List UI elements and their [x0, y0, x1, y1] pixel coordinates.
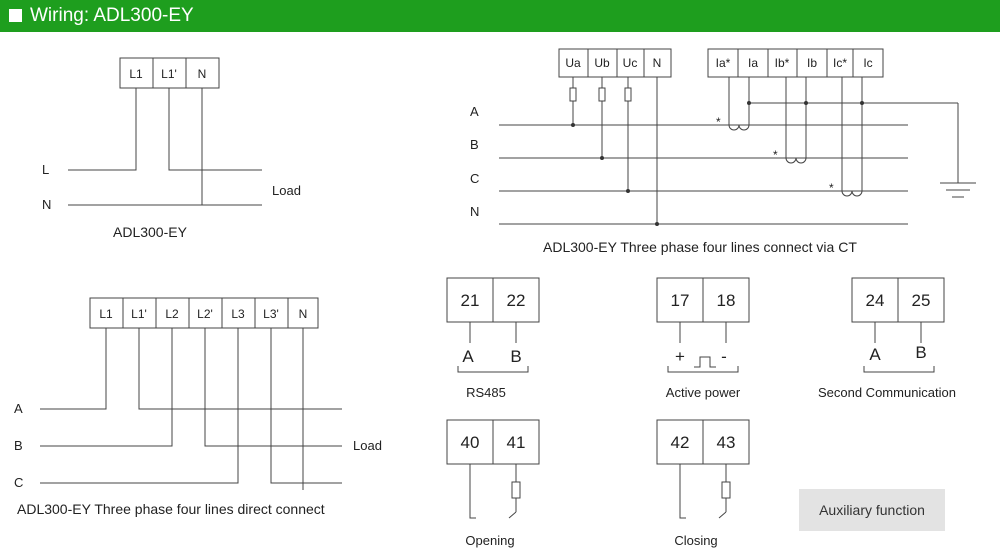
terminal-label: L3: [231, 307, 245, 321]
terminal-label: L2': [197, 307, 213, 321]
terminal-label: Ic: [863, 56, 872, 70]
active-power-block: [656, 277, 750, 373]
terminal-label: L3': [263, 307, 279, 321]
second-comm-block: [851, 277, 945, 373]
square-icon: [9, 9, 22, 22]
pin-label: B: [510, 347, 521, 366]
terminal-label: Ic*: [833, 56, 847, 70]
terminal-number: 18: [717, 291, 736, 310]
line-label-c: C: [14, 475, 23, 490]
pin-label: +: [675, 347, 685, 366]
second-comm-caption: Second Communication: [818, 385, 956, 400]
terminal-number: 22: [507, 291, 526, 310]
terminal-label: Uc: [623, 56, 638, 70]
active-power-caption: Active power: [666, 385, 741, 400]
ct-caption: ADL300-EY Three phase four lines connect…: [543, 239, 857, 255]
line-label-l: L: [42, 162, 49, 177]
closing-block: [656, 419, 750, 519]
load-label: Load: [272, 183, 301, 198]
terminal-label: L1': [131, 307, 147, 321]
direct-connect-caption: ADL300-EY Three phase four lines direct …: [17, 501, 325, 517]
line-label-n: N: [470, 204, 479, 219]
polarity-mark: *: [716, 115, 721, 129]
terminal-number: 17: [671, 291, 690, 310]
terminal-label: L1: [99, 307, 113, 321]
polarity-mark: *: [773, 148, 778, 162]
line-label-b: B: [14, 438, 23, 453]
terminal-label: N: [198, 67, 207, 81]
terminal-label: L2: [165, 307, 179, 321]
line-label-c: C: [470, 171, 479, 186]
pin-label: -: [721, 347, 727, 366]
line-label-b: B: [470, 137, 479, 152]
rs485-caption: RS485: [466, 385, 506, 400]
terminal-number: 43: [717, 433, 736, 452]
terminal-label: Ub: [594, 56, 610, 70]
terminal-label: L1': [161, 67, 177, 81]
ct-diagram: [499, 48, 976, 225]
terminal-label: Ib: [807, 56, 817, 70]
line-label-n: N: [42, 197, 51, 212]
page-title: Wiring: ADL300-EY: [30, 5, 194, 26]
terminal-number: 41: [507, 433, 526, 452]
terminal-label: L1: [129, 67, 143, 81]
closing-caption: Closing: [674, 533, 717, 548]
rs485-block: [446, 277, 540, 373]
terminal-label: Ua: [565, 56, 581, 70]
single-phase-caption: ADL300-EY: [113, 224, 188, 240]
opening-block: [446, 419, 540, 519]
line-label-a: A: [14, 401, 23, 416]
polarity-mark: *: [829, 181, 834, 195]
opening-caption: Opening: [465, 533, 514, 548]
load-label: Load: [353, 438, 382, 453]
terminal-number: 21: [461, 291, 480, 310]
terminal-label: Ib*: [775, 56, 790, 70]
pin-label: A: [869, 345, 881, 364]
line-label-a: A: [470, 104, 479, 119]
terminal-number: 40: [461, 433, 480, 452]
terminal-label: N: [299, 307, 308, 321]
single-phase-diagram: [68, 57, 262, 206]
direct-connect-diagram: [40, 297, 342, 490]
pin-label: A: [462, 347, 474, 366]
terminal-label: Ia: [748, 56, 758, 70]
header-bar: Wiring: ADL300-EY: [0, 0, 1000, 32]
terminal-label: N: [653, 56, 662, 70]
terminal-number: 42: [671, 433, 690, 452]
auxiliary-function-label: Auxiliary function: [799, 489, 945, 531]
terminal-number: 24: [866, 291, 885, 310]
pin-label: B: [915, 343, 926, 362]
terminal-number: 25: [912, 291, 931, 310]
terminal-label: Ia*: [716, 56, 731, 70]
junction-dots: [571, 101, 864, 226]
